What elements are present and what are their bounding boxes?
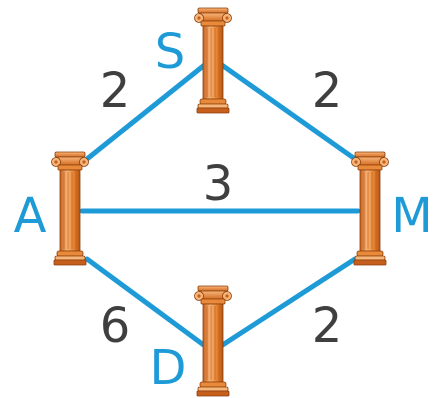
column-icon bbox=[194, 285, 232, 397]
column-icon bbox=[351, 151, 389, 266]
edge-weight-a-d: 6 bbox=[100, 298, 131, 354]
edge-weight-a-m: 3 bbox=[203, 156, 234, 212]
edge-s-m bbox=[216, 60, 358, 162]
column-icon bbox=[51, 151, 89, 266]
node-label-a: A bbox=[14, 188, 47, 244]
edge-weight-s-m: 2 bbox=[312, 63, 343, 119]
edge-weight-d-m: 2 bbox=[312, 298, 343, 354]
node-label-d: D bbox=[150, 340, 187, 396]
node-label-m: M bbox=[391, 188, 432, 244]
columns-layer bbox=[51, 7, 389, 397]
edges-layer bbox=[79, 60, 361, 349]
edge-d-m bbox=[218, 256, 358, 349]
edge-weight-s-a: 2 bbox=[100, 63, 131, 119]
edge-s-a bbox=[84, 60, 210, 162]
node-label-s: S bbox=[155, 24, 185, 80]
edge-a-d bbox=[84, 256, 208, 349]
column-icon bbox=[194, 7, 232, 114]
